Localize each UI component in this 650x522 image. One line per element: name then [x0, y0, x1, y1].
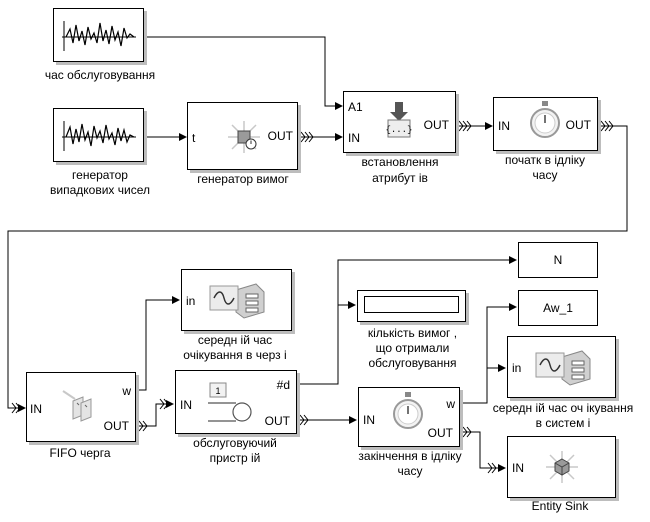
end-timer-block[interactable]: IN w OUT: [358, 387, 460, 447]
avg-queue-caption-2: очікування в черз і: [183, 348, 287, 362]
rng-caption-1: генератор: [72, 168, 128, 182]
signal-scope-icon: [535, 350, 591, 386]
avg-system-caption-1: середн ій час оч ікування: [492, 401, 634, 415]
single-server-icon: 1: [208, 382, 252, 422]
start-timer-port-in: IN: [498, 119, 510, 133]
attr-caption-2: атрибут ів: [372, 171, 428, 185]
display-n-block[interactable]: N: [518, 242, 598, 278]
stopwatch-icon: [530, 101, 560, 138]
random-number-block[interactable]: [53, 108, 144, 162]
start-timer-block[interactable]: IN OUT: [493, 97, 598, 151]
generator-port-t: t: [192, 131, 196, 145]
end-timer-caption-2: часу: [397, 464, 423, 478]
server-port-out: OUT: [264, 414, 290, 428]
server-caption-1: обслуговуючий: [193, 436, 277, 450]
entity-sink-block[interactable]: IN: [507, 436, 616, 498]
signal-scope-icon: [209, 283, 265, 319]
display-n-label: N: [553, 253, 563, 267]
stopwatch-icon: [393, 392, 423, 429]
entity-generator-icon: [228, 121, 260, 153]
fifo-caption: FIFO черга: [49, 446, 111, 460]
end-timer-caption-1: закінчення в ідліку: [358, 449, 462, 463]
start-timer-caption-1: початк в ідліку: [504, 153, 586, 167]
end-timer-port-w: w: [446, 397, 455, 411]
server-port-in: IN: [180, 398, 192, 412]
server-icon-label: 1: [215, 386, 220, 396]
avg-wait-system-block[interactable]: in: [507, 336, 616, 398]
avg-system-port-in: in: [512, 361, 522, 375]
fifo-queue-block[interactable]: IN w OUT: [26, 372, 136, 442]
service-time-block[interactable]: [53, 8, 144, 62]
wire-service-time-to-a1: [144, 36, 343, 110]
entity-sink-icon: [546, 451, 578, 483]
end-timer-port-out: OUT: [427, 426, 453, 440]
server-port-d: #d: [276, 378, 290, 392]
wire-server-d-to-n: [297, 256, 517, 385]
start-timer-port-out: OUT: [565, 118, 591, 132]
avg-wait-queue-block[interactable]: in: [181, 269, 292, 331]
count-display-field: [364, 296, 459, 313]
fifo-port-w: w: [122, 384, 131, 398]
avg-queue-caption-1: середн ій час: [197, 333, 273, 347]
rng-caption-2: випадкових чисел: [50, 183, 150, 197]
generator-port-out: OUT: [267, 129, 293, 143]
service-time-caption: час обслуговування: [44, 68, 156, 82]
set-attribute-block[interactable]: A1 IN OUT {...}: [343, 91, 456, 153]
server-caption-2: пристр ій: [209, 451, 261, 465]
count-display-block[interactable]: [357, 290, 466, 322]
display-aw-label: Aw_1: [543, 301, 573, 315]
end-timer-port-in: IN: [363, 413, 375, 427]
display-aw-block[interactable]: Aw_1: [518, 290, 598, 326]
count-caption-1: кількість вимог ,: [367, 326, 458, 340]
set-attribute-icon: {...}: [385, 102, 413, 138]
sink-caption: Entity Sink: [531, 499, 589, 513]
wire-end-w-to-aw: [460, 303, 517, 404]
wire-fifo-w-to-avg-queue: [136, 296, 180, 391]
start-timer-caption-2: часу: [532, 168, 558, 182]
fifo-queue-icon: [62, 390, 92, 422]
avg-queue-port-in: in: [186, 294, 196, 308]
count-caption-2: що отримали: [375, 341, 450, 355]
count-caption-3: обслуговування: [368, 356, 457, 370]
fifo-port-out: OUT: [103, 419, 129, 433]
server-block[interactable]: IN #d OUT 1: [175, 370, 297, 434]
generator-caption: генератор вимог: [197, 172, 289, 186]
fifo-port-in: IN: [30, 402, 42, 416]
attr-port-in: IN: [348, 131, 360, 145]
attr-port-a1: A1: [348, 100, 363, 114]
svg-text:{...}: {...}: [385, 125, 412, 135]
wire-timer-to-fifo: [7, 125, 628, 412]
noise-waveform-icon: [62, 121, 136, 151]
attr-caption-1: встановлення: [361, 155, 439, 169]
noise-waveform-icon: [62, 21, 136, 51]
attr-port-out: OUT: [423, 118, 449, 132]
avg-system-caption-2: в систем і: [535, 416, 591, 430]
wire-fifo-to-server: [136, 400, 174, 427]
sink-port-in: IN: [512, 461, 524, 475]
entity-generator-block[interactable]: t OUT: [187, 102, 298, 170]
